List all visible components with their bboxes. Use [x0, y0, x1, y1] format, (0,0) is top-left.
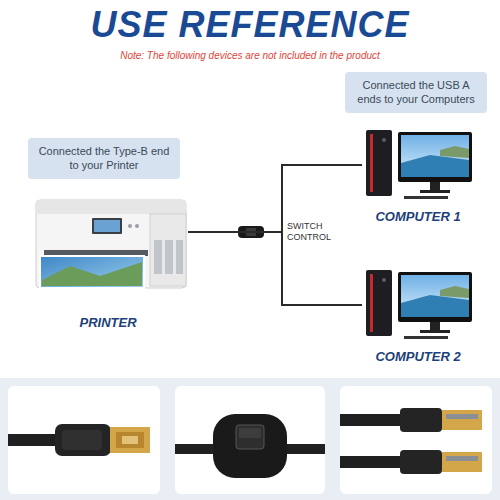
- usb-b-photo: [8, 386, 160, 494]
- switch-photo: [175, 386, 325, 494]
- computer-icon: [366, 270, 472, 339]
- note-text: Note: The following devices are not incl…: [0, 50, 500, 61]
- switch-photo-part: [175, 444, 219, 454]
- printer-illustration-part: [42, 262, 142, 286]
- computer-node: COMPUTER 2: [362, 266, 474, 364]
- printer-illustration-part: [36, 200, 186, 214]
- printer-illustration-part: [165, 240, 173, 274]
- callout-text: Connected the Type-B end to your Printer: [36, 144, 172, 173]
- usb-b-photo-part: [62, 430, 102, 450]
- callout-text: Connected the USB A ends to your Compute…: [353, 78, 479, 107]
- usb-a-photo-part: [400, 450, 442, 474]
- usb-b-photo-part: [110, 427, 150, 453]
- printer-illustration-part: [150, 214, 186, 286]
- computer-node: COMPUTER 1: [362, 126, 474, 224]
- computer-icon: [366, 130, 472, 199]
- device-label: COMPUTER 2: [375, 349, 460, 364]
- usb-a-photo-part: [340, 414, 404, 426]
- printer-illustration-part: [176, 240, 183, 274]
- usb-a-photo-part: [340, 386, 492, 494]
- usb-a-photo-part: [442, 452, 482, 472]
- device-label: PRINTER: [79, 315, 136, 330]
- photo-band: [0, 378, 500, 500]
- switch-photo-part: [175, 386, 325, 494]
- switch-photo-part: [236, 425, 264, 449]
- callout-box: Connected the Type-B end to your Printer: [28, 138, 180, 179]
- switch-photo-part: [213, 414, 287, 478]
- printer-illustration-part: [128, 224, 132, 228]
- usb-a-photo-part: [442, 410, 482, 430]
- switch-photo-part: [239, 428, 261, 438]
- printer-illustration-part: [135, 224, 139, 228]
- usb-a-photo: [340, 386, 492, 494]
- callout-box: Connected the USB A ends to your Compute…: [345, 72, 487, 113]
- usb-b-photo-part: [116, 432, 144, 448]
- usb-b-photo-part: [122, 436, 138, 444]
- switch-photo-part: [281, 444, 325, 454]
- printer-illustration-part: [40, 256, 144, 288]
- printer-illustration-part: [154, 240, 162, 274]
- usb-b-photo-part: [8, 386, 160, 494]
- usb-a-photo-part: [400, 408, 442, 432]
- printer-illustration-part: [36, 200, 186, 288]
- printer-node: PRINTER: [28, 190, 188, 330]
- printer-illustration-part: [92, 218, 122, 234]
- usb-a-photo-part: [446, 414, 478, 419]
- title: USE REFERENCE: [0, 4, 500, 46]
- switch-label: SWITCH CONTROL: [287, 221, 337, 244]
- usb-b-photo-part: [55, 424, 111, 456]
- usb-a-photo-part: [446, 456, 478, 461]
- device-label: COMPUTER 1: [375, 209, 460, 224]
- usb-b-photo-part: [8, 434, 60, 446]
- printer-illustration: [36, 200, 186, 288]
- printer-illustration-part: [94, 220, 120, 232]
- usb-a-photo-part: [340, 456, 404, 468]
